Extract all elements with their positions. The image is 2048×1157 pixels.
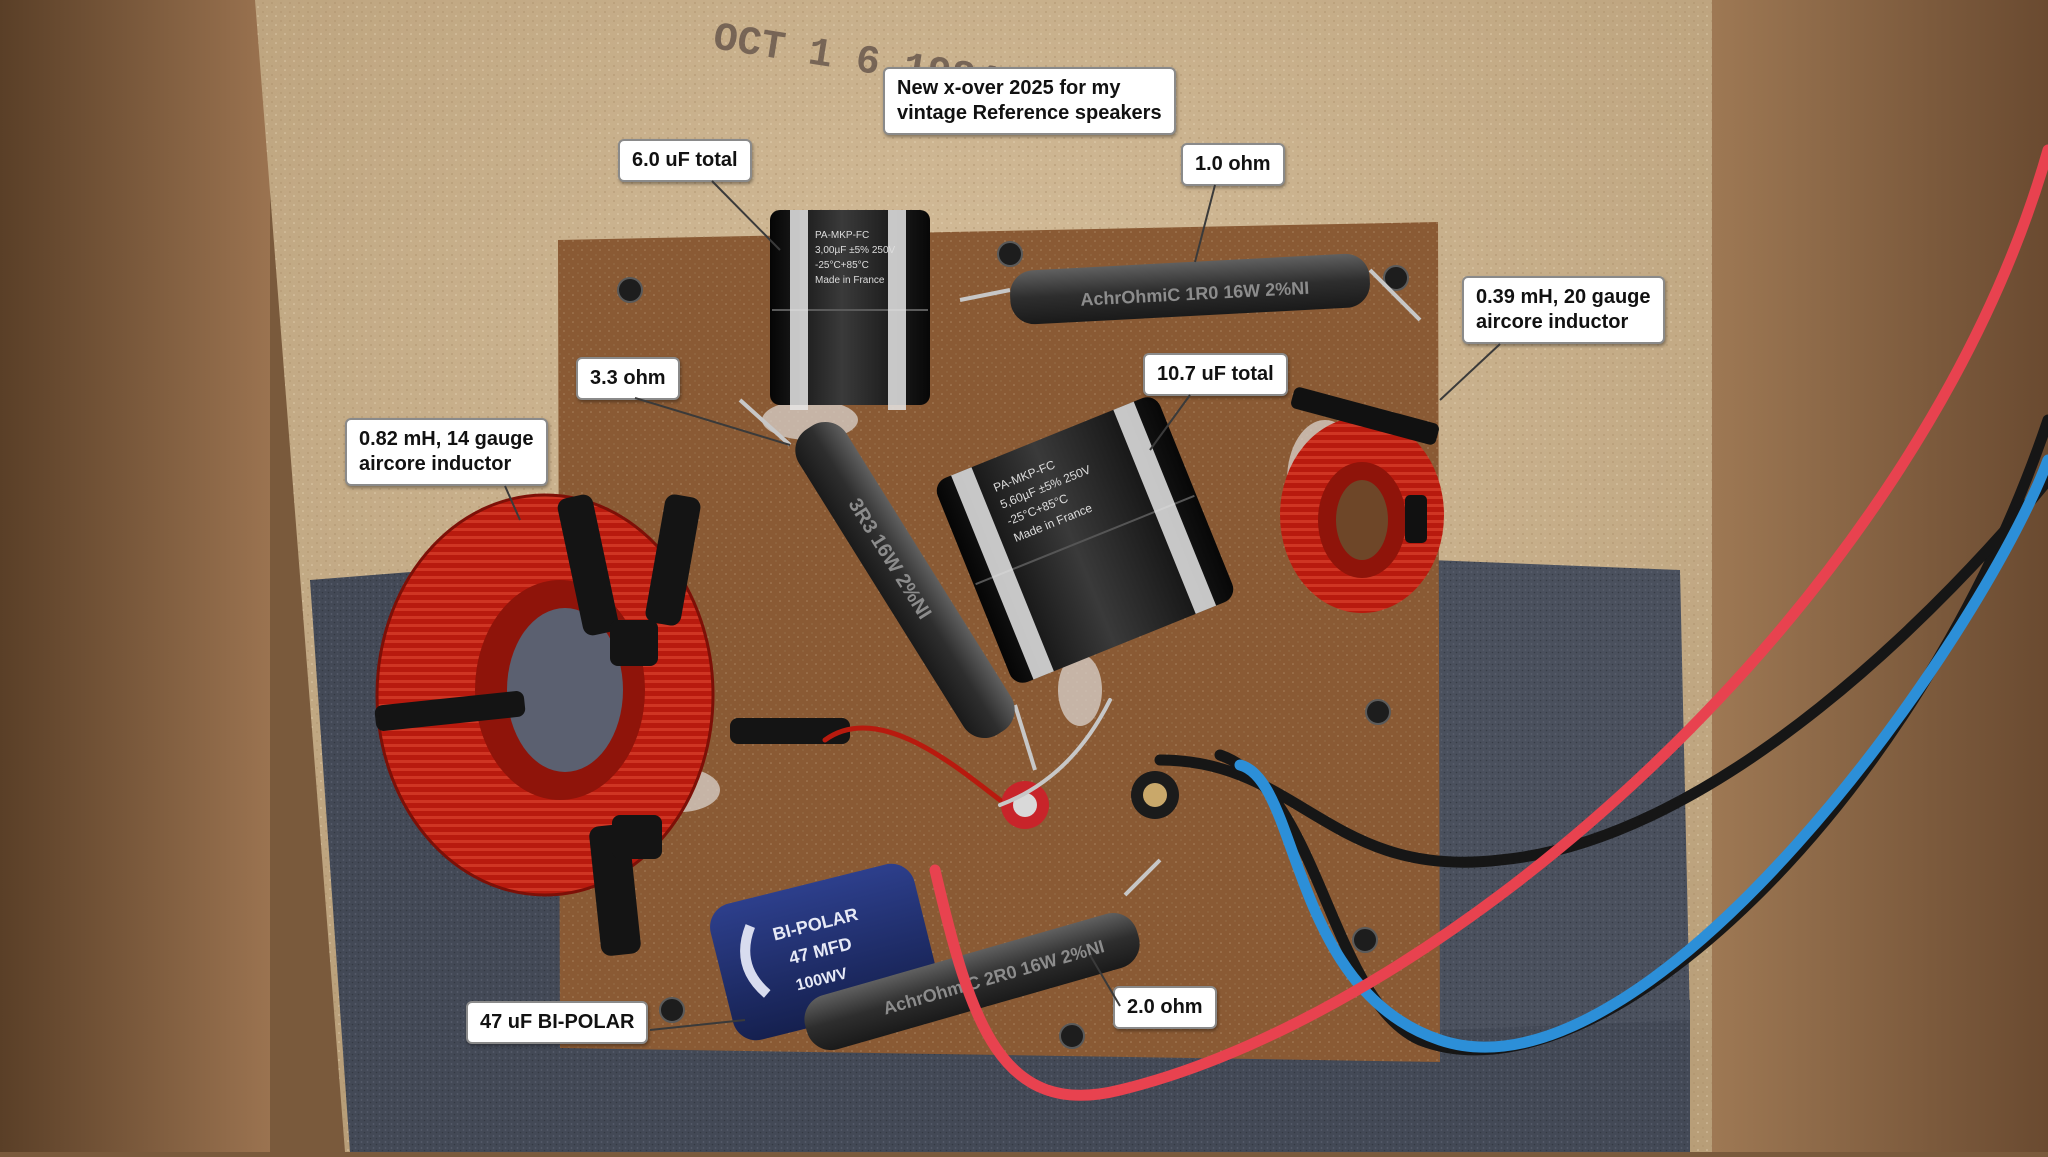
annotation-1ohm-resistor: 1.0 ohm [1181,143,1285,186]
screw [997,241,1023,267]
annotation-line: 10.7 uF total [1157,363,1274,385]
annotation-line: New x-over 2025 for my [897,77,1121,99]
annotation-33ohm-resistor: 3.3 ohm [576,357,680,400]
capacitor-107uf: PA-MKP-FC 5,60µF ±5% 250V -25°C+85°C Mad… [936,397,1234,683]
cap-marking-line: 3,00µF ±5% 250V [815,245,896,256]
inductor-039mh [1280,387,1444,613]
annotation-082mh-inductor: 0.82 mH, 14 gauge aircore inductor [345,418,548,486]
screw [1059,1023,1085,1049]
annotation-47uf-bipolar: 47 uF BI-POLAR [466,1001,649,1044]
inductor-082mh [374,493,850,956]
screw [1352,927,1378,953]
annotation-107uf-cap: 10.7 uF total [1143,353,1288,396]
annotation-line: 0.39 mH, 20 gauge [1476,286,1651,308]
cap-marking-line: -25°C+85°C [815,260,869,271]
annotation-line: 0.82 mH, 14 gauge [359,428,534,450]
annotation-line: aircore inductor [359,453,512,475]
resistor-1ohm: AchrOhmiC 1R0 16W 2%NI [959,253,1422,325]
terminals [1001,771,1179,829]
annotation-title: New x-over 2025 for my vintage Reference… [883,67,1176,135]
speaker-cables [822,144,2048,1101]
screw [617,277,643,303]
annotation-6uf-cap: 6.0 uF total [618,139,752,182]
screw [659,997,685,1023]
cap-marking-line: Made in France [815,275,885,286]
annotation-line: 47 uF BI-POLAR [480,1011,635,1033]
annotation-2ohm-resistor: 2.0 ohm [1113,986,1217,1029]
annotation-line: 2.0 ohm [1127,996,1203,1018]
screw [1365,699,1391,725]
annotation-line: 1.0 ohm [1195,153,1271,175]
capacitor-6uf: PA-MKP-FC 3,00µF ±5% 250V -25°C+85°C Mad… [770,210,930,410]
annotation-line: 3.3 ohm [590,367,666,389]
annotation-line: 6.0 uF total [632,149,738,171]
annotation-line: aircore inductor [1476,311,1629,333]
annotation-039mh-inductor: 0.39 mH, 20 gauge aircore inductor [1462,276,1665,344]
cap-marking-line: PA-MKP-FC [815,230,869,241]
screw [1383,265,1409,291]
annotation-line: vintage Reference speakers [897,102,1162,124]
